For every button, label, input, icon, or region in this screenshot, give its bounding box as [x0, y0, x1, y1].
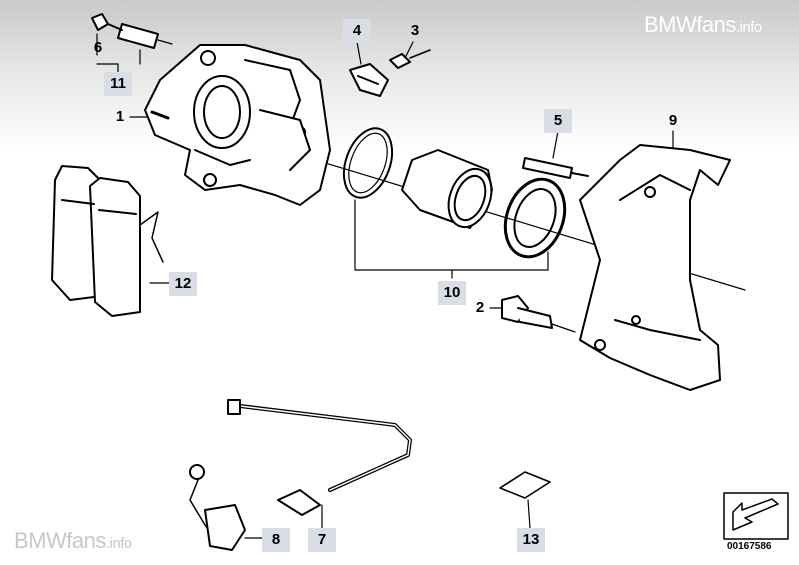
guide-bolt-part	[91, 13, 173, 49]
brake-pads-part	[51, 165, 164, 317]
callout-5[interactable]: 5	[544, 109, 572, 133]
watermark-bottom: BMWfans.info	[14, 528, 132, 554]
callout-13[interactable]: 13	[517, 528, 545, 552]
callout-10[interactable]: 10	[438, 281, 466, 305]
watermark-brand: BMWfans	[644, 12, 736, 37]
seal-ring-part	[342, 127, 394, 199]
dust-cap-part	[349, 63, 389, 97]
callout-9[interactable]: 9	[668, 112, 678, 129]
callout-8[interactable]: 8	[262, 528, 290, 552]
leader-lines	[96, 33, 674, 539]
callout-7[interactable]: 7	[308, 528, 336, 552]
mounting-bolt-part	[501, 295, 576, 333]
watermark-brand: BMWfans	[14, 528, 106, 553]
direction-arrow-icon	[723, 492, 789, 540]
callout-4[interactable]: 4	[343, 19, 371, 43]
guide-pin-part	[522, 157, 589, 179]
carrier-bracket-part	[579, 144, 731, 391]
callout-3[interactable]: 3	[410, 22, 420, 39]
piston-part	[401, 149, 493, 229]
callout-2[interactable]: 2	[475, 299, 485, 316]
diagram-id: 00167586	[727, 541, 772, 552]
wear-sensor-part	[189, 399, 412, 551]
watermark-top: BMWfans.info	[644, 12, 762, 38]
watermark-suffix: .info	[735, 19, 762, 36]
callout-1[interactable]: 1	[115, 108, 125, 125]
callout-11[interactable]: 11	[104, 72, 132, 96]
callout-6[interactable]: 6	[93, 39, 103, 56]
grease-packet-part	[499, 471, 551, 499]
watermark-suffix: .info	[105, 535, 132, 552]
dust-boot-part	[503, 177, 567, 259]
bleeder-valve-part	[389, 49, 431, 69]
callout-12[interactable]: 12	[169, 272, 197, 296]
caliper-housing-part	[144, 44, 331, 206]
